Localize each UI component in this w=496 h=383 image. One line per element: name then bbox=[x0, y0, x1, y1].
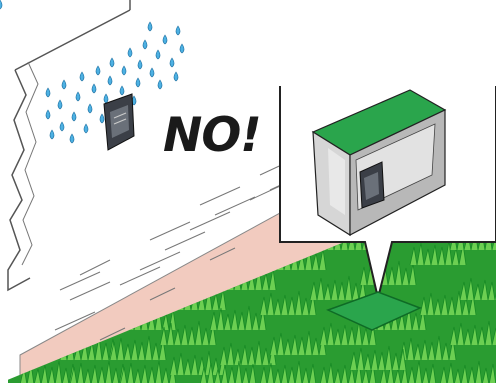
charging-station-icon bbox=[104, 94, 134, 150]
warning-text: NO! bbox=[163, 112, 261, 159]
